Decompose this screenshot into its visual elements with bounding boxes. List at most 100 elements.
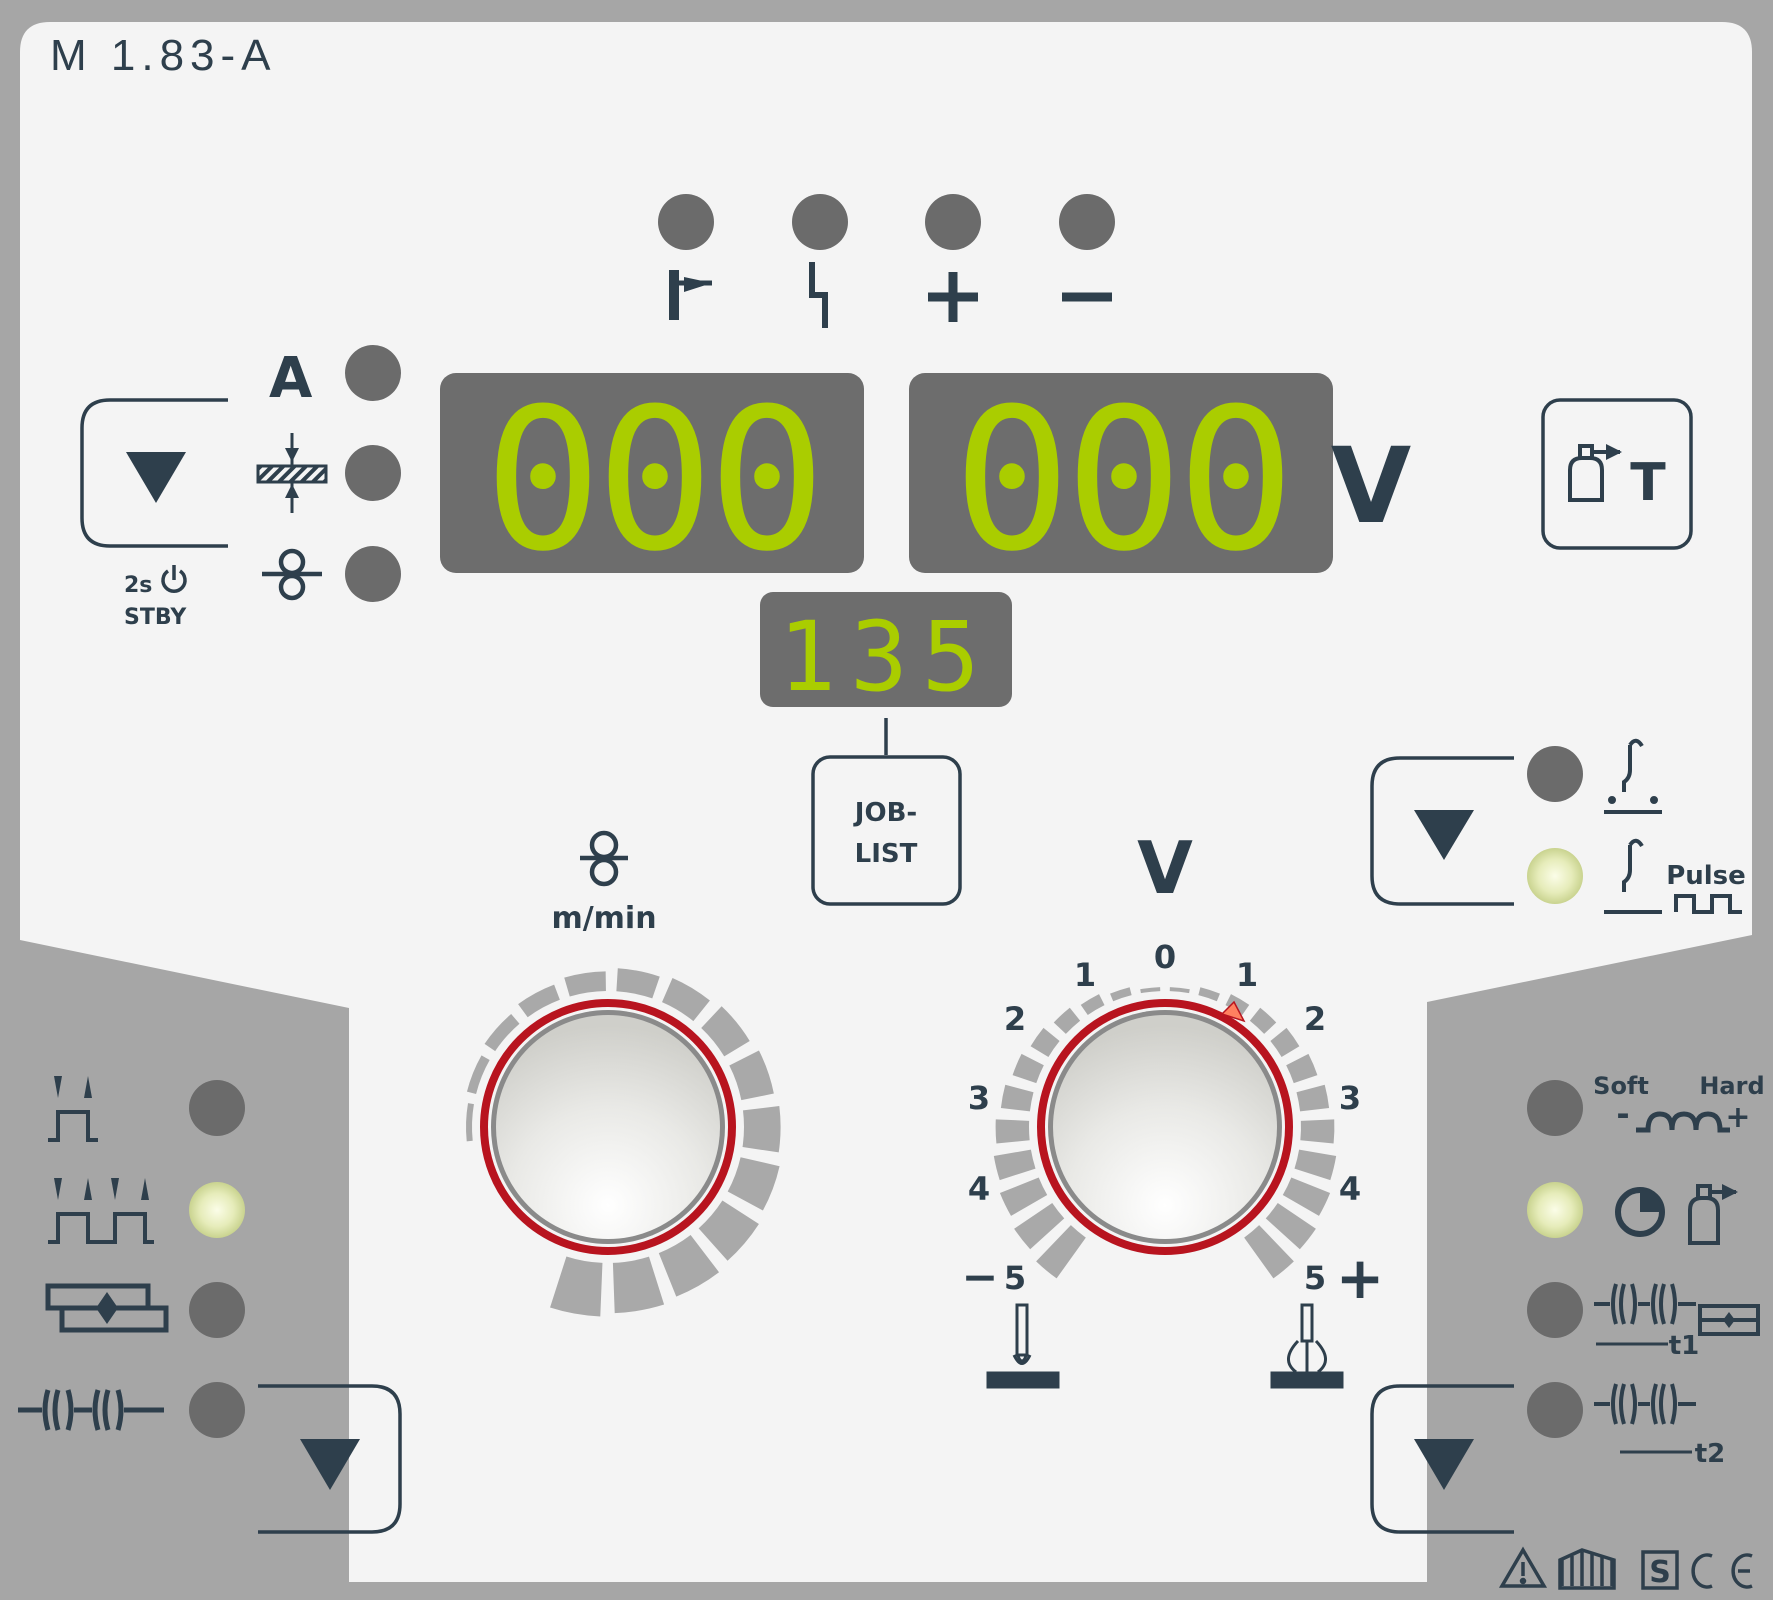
operating-mode-selector[interactable]: [18, 1076, 402, 1534]
voltage-scale-segment: [1080, 994, 1105, 1016]
wire-scale-segment: [698, 1200, 759, 1261]
interval-led: [189, 1382, 245, 1438]
display-left: 000: [440, 367, 864, 595]
short-arc-icon: [986, 1303, 1060, 1389]
standard-process-icon: [1604, 738, 1662, 814]
job-list-label-1: JOB-: [853, 798, 917, 828]
voltage-scale-segment: [1294, 1149, 1337, 1181]
wire-scale-segment: [727, 1157, 780, 1211]
voltage-knob[interactable]: [1036, 998, 1294, 1256]
scale-left-4: 4: [968, 1170, 990, 1208]
voltage-scale-numbers: 0 1 2 3 4 5 1 2 3 4 5: [968, 938, 1361, 1297]
voltage-scale-segment: [1270, 1027, 1300, 1057]
process-selector-button[interactable]: [1370, 756, 1514, 906]
indicator-led-fault: [792, 194, 848, 250]
arrow-down-icon: [126, 452, 186, 503]
display-right-value: 000: [953, 367, 1289, 595]
s-mark-icon: S: [1641, 1550, 1679, 1590]
4-step-led: [189, 1182, 245, 1238]
voltage-scale-segment: [1169, 987, 1190, 994]
voltage-scale-segment: [1140, 987, 1161, 994]
wire-speed-heading: m/min: [551, 830, 657, 936]
wire-scale-segment: [484, 1014, 520, 1052]
standby-time-label: 2s: [124, 573, 152, 598]
wire-speed-knob[interactable]: [479, 998, 737, 1256]
indicator-led-plus: [925, 194, 981, 250]
voltage-scale-segment: [1053, 1007, 1081, 1034]
wire-scale-segment: [729, 1050, 774, 1101]
choke-soft-label: Soft: [1593, 1072, 1649, 1100]
choke-hard-label: Hard: [1699, 1072, 1764, 1100]
indicator-led-minus: [1059, 194, 1115, 250]
gas-post-flow-icon: [1615, 1184, 1738, 1245]
spot-time-label: t1: [1669, 1331, 1700, 1361]
scale-right-1: 1: [1236, 956, 1258, 994]
voltage-scale-segment: [1265, 1203, 1316, 1250]
amps-option-label: A: [269, 346, 313, 411]
voltage-scale-segment: [1198, 987, 1220, 1002]
voltage-scale-segment: [1012, 1053, 1044, 1084]
gas-test-button[interactable]: T: [1541, 398, 1693, 550]
interval-pause-icon: [1594, 1383, 1696, 1454]
voltage-scale-segment: [1225, 994, 1250, 1016]
job-list-button[interactable]: JOB- LIST: [811, 755, 962, 906]
voltage-scale-segment: [1000, 1084, 1034, 1112]
display-right-unit: V: [1331, 425, 1412, 547]
wire-scale-segment: [550, 1256, 603, 1317]
wire-scale-segment: [466, 1055, 490, 1094]
process-selector[interactable]: Pulse: [1370, 738, 1746, 914]
display-selector-button[interactable]: [80, 398, 228, 548]
scale-left-3: 3: [968, 1079, 990, 1117]
spot-weld-icon: [45, 1283, 169, 1333]
long-arc-icon: [1270, 1303, 1344, 1389]
display-selector[interactable]: 2s STBY A: [80, 345, 401, 630]
knob-pointer: [1220, 1000, 1246, 1023]
voltage-scale-segment: [993, 1149, 1036, 1181]
voltage-scale-segment: [1296, 1084, 1330, 1112]
voltage-scale-segment: [1286, 1053, 1318, 1084]
torch-temperature-icon: [669, 270, 712, 320]
voltage-scale-segment: [1014, 1203, 1065, 1250]
scale-left-2: 2: [1004, 1000, 1026, 1038]
warning-icon: [1498, 1546, 1548, 1588]
wire-feed-option-led: [345, 546, 401, 602]
gas-post-flow-led: [1527, 1182, 1583, 1238]
scale-left-1: 1: [1074, 956, 1096, 994]
wire-scale-segment: [658, 1235, 720, 1297]
parameter-selector[interactable]: Soft Hard - + t1: [1370, 1072, 1765, 1534]
job-display: 135: [760, 592, 1012, 713]
voltage-scale-segment: [1036, 1225, 1086, 1279]
interval-icon: [18, 1389, 164, 1431]
power-icon: [161, 565, 187, 593]
spot-weld-led: [189, 1282, 245, 1338]
manual-icon: [1558, 1548, 1616, 1590]
2-step-led: [189, 1080, 245, 1136]
ce-mark-icon: [1691, 1553, 1753, 1589]
gas-test-icon: [1568, 444, 1622, 502]
scale-minus-sign: −: [962, 1252, 999, 1303]
operating-mode-button[interactable]: [258, 1384, 402, 1534]
voltage-scale-segment: [1110, 987, 1132, 1002]
scale-plus-sign: +: [1336, 1244, 1385, 1312]
voltage-scale-segment: [1030, 1027, 1060, 1057]
svg-text:S: S: [1649, 1555, 1671, 1590]
voltage-knob-label: V: [1137, 826, 1193, 910]
job-number: 135: [778, 601, 993, 713]
display-left-value: 000: [484, 367, 820, 595]
voltage-scale-segment: [1300, 1119, 1335, 1144]
voltage-correction-scale: [993, 987, 1337, 1279]
arrow-down-icon: [300, 1439, 360, 1490]
interval-pause-label: t2: [1695, 1439, 1726, 1469]
pulse-process-icon: [1604, 838, 1742, 914]
job-list-label-2: LIST: [855, 839, 918, 869]
wire-scale-segment: [616, 968, 660, 999]
scale-right-2: 2: [1304, 1000, 1326, 1038]
pulse-process-led: [1527, 848, 1583, 904]
parameter-selector-button[interactable]: [1370, 1384, 1514, 1534]
wire-scale-segment: [466, 1103, 474, 1142]
wire-scale-segment: [612, 1256, 665, 1314]
standby-label: STBY: [124, 605, 187, 630]
model-label: M 1.83-A: [50, 31, 277, 80]
fault-lightning-icon: [809, 262, 828, 328]
spot-time-led: [1527, 1282, 1583, 1338]
